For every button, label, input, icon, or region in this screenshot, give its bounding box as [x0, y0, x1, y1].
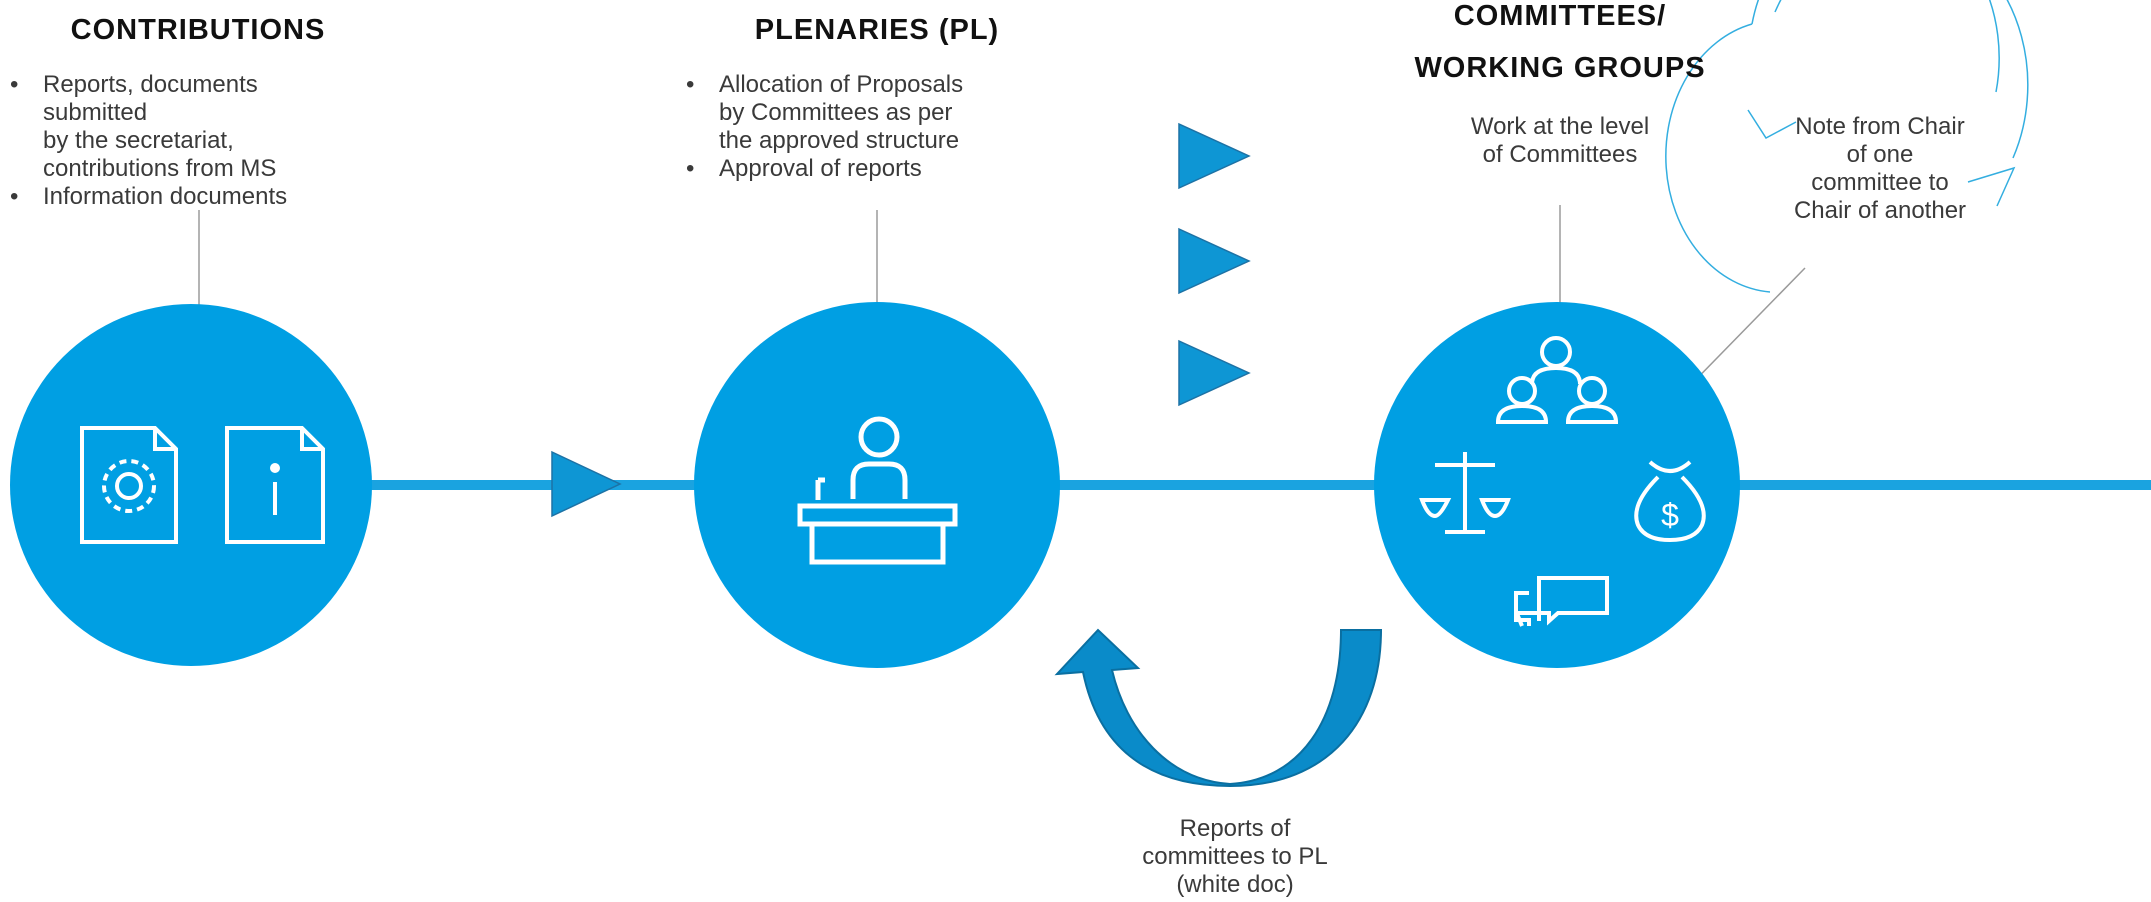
forward-arrow-1 — [1178, 122, 1251, 190]
committees-description: Work at the level of Committees — [1470, 113, 1650, 168]
scales-icon — [1419, 452, 1511, 534]
speaker-podium-icon — [797, 416, 958, 565]
team-meeting-icon — [1495, 336, 1619, 424]
committees-title-line1: COMMITTEES/ — [1453, 0, 1667, 32]
plenaries-bullets: Allocation of Proposals by Committees as… — [678, 71, 1038, 183]
flow-arrow — [551, 450, 622, 518]
committees-title-line2: WORKING GROUPS — [1414, 52, 1706, 84]
forward-arrow-2 — [1178, 227, 1251, 295]
plenaries-title: PLENARIES (PL) — [754, 14, 1000, 46]
note-text: Note from Chair of one committee to Chai… — [1793, 113, 1967, 224]
contributions-bullets: Reports, documents submitted by the secr… — [2, 71, 362, 211]
return-arrow-text: Reports of committees to PL (white doc) — [1142, 815, 1328, 898]
list-item: Approval of reports — [678, 155, 1038, 183]
forward-arrow-3 — [1178, 339, 1251, 407]
list-item: Allocation of Proposals by Committees as… — [678, 71, 1038, 155]
list-item: Information documents — [2, 183, 362, 211]
chat-bubbles-icon — [1514, 576, 1609, 627]
money-bag-icon: $ — [1634, 460, 1706, 543]
plenaries-circle — [694, 302, 1060, 668]
svg-text:$: $ — [1661, 497, 1679, 533]
contributions-title: CONTRIBUTIONS — [70, 14, 326, 46]
circular-note-arrow — [1665, 0, 2029, 293]
settings-document-icon — [80, 426, 178, 544]
committees-circle — [1374, 302, 1740, 668]
return-curved-arrow — [1054, 628, 1383, 788]
info-document-icon — [225, 426, 325, 544]
contributions-circle — [10, 304, 372, 666]
list-item: Reports, documents submitted by the secr… — [2, 71, 362, 183]
